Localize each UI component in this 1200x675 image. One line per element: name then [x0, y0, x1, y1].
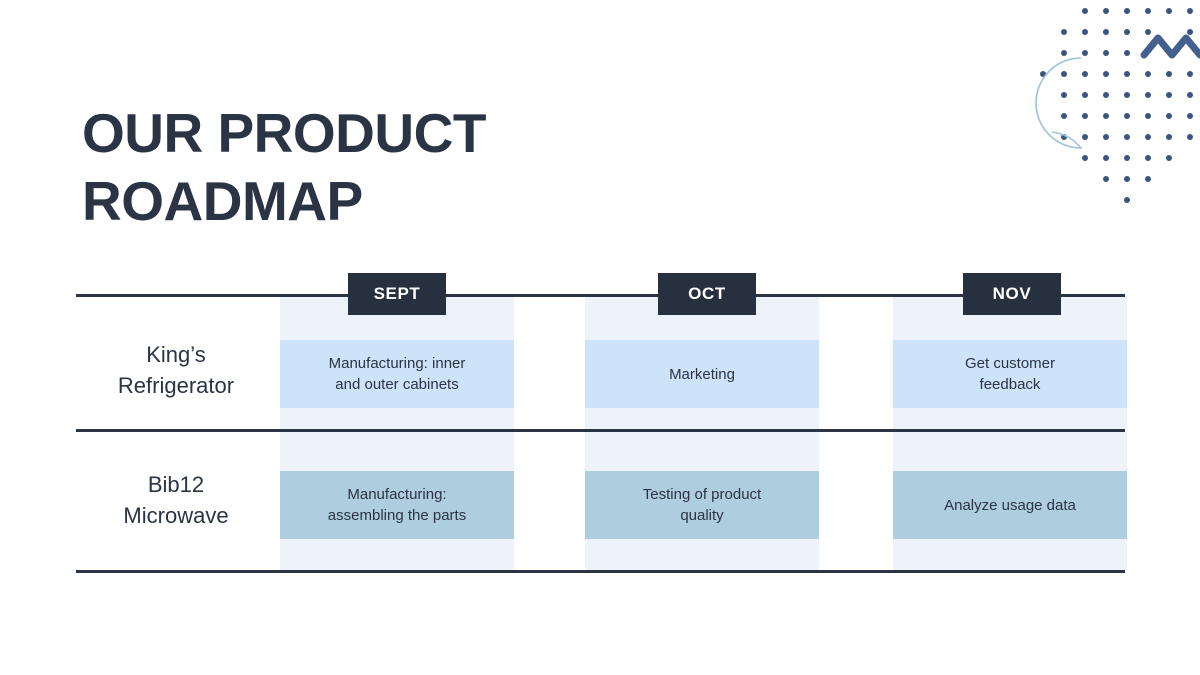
task-bar[interactable]: Testing of product quality	[585, 471, 819, 539]
task-bar[interactable]: Manufacturing: inner and outer cabinets	[280, 340, 514, 408]
timeline-rule-bottom	[76, 570, 1125, 573]
task-bar[interactable]: Manufacturing: assembling the parts	[280, 471, 514, 539]
month-chip-oct[interactable]: OCT	[658, 273, 756, 315]
month-chip-nov[interactable]: NOV	[963, 273, 1061, 315]
page-title: OUR PRODUCT ROADMAP	[82, 101, 486, 232]
row-label-kings-refrigerator: King’s Refrigerator	[117, 342, 235, 398]
task-bar[interactable]: Get customer feedback	[893, 340, 1127, 408]
timeline-rule-middle	[76, 429, 1125, 432]
task-bar[interactable]: Analyze usage data	[893, 471, 1127, 539]
timeline-rule-top	[76, 294, 1125, 297]
row-label-bib12-microwave: Bib12 Microwave	[123, 472, 229, 528]
task-bar[interactable]: Marketing	[585, 340, 819, 408]
month-chip-sept[interactable]: SEPT	[348, 273, 446, 315]
